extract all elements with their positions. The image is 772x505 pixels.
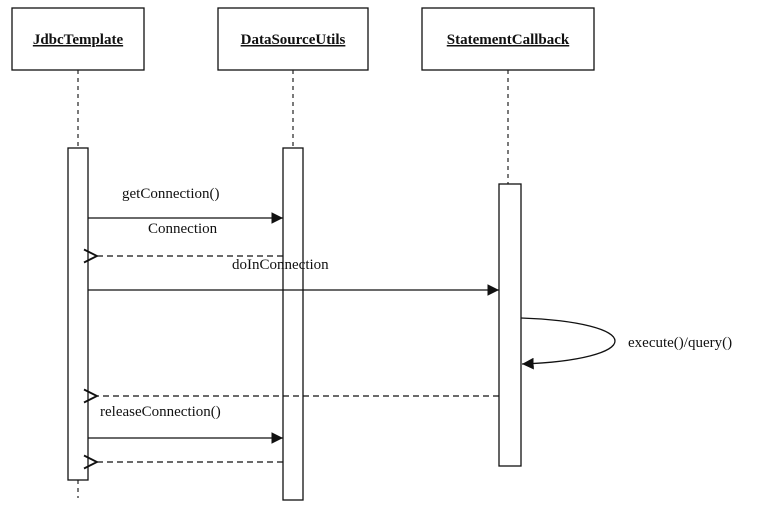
message-label: Connection [148,221,218,237]
participant-label: StatementCallback [447,32,570,48]
participant-datasourceutils: DataSourceUtils [217,7,369,71]
message-label: releaseConnection() [100,404,221,420]
message-label: execute()/query() [628,335,732,351]
message-label: getConnection() [122,186,219,202]
activation-statementcallback [498,183,522,467]
participant-label: JdbcTemplate [33,32,124,48]
activation-datasourceutils [282,147,304,501]
message-label: doInConnection [232,257,329,273]
activation-jdbctemplate [67,147,89,481]
participant-label: DataSourceUtils [241,32,346,48]
participant-jdbctemplate: JdbcTemplate [11,7,145,71]
self-call-arrow [520,317,616,370]
participant-statementcallback: StatementCallback [421,7,595,71]
